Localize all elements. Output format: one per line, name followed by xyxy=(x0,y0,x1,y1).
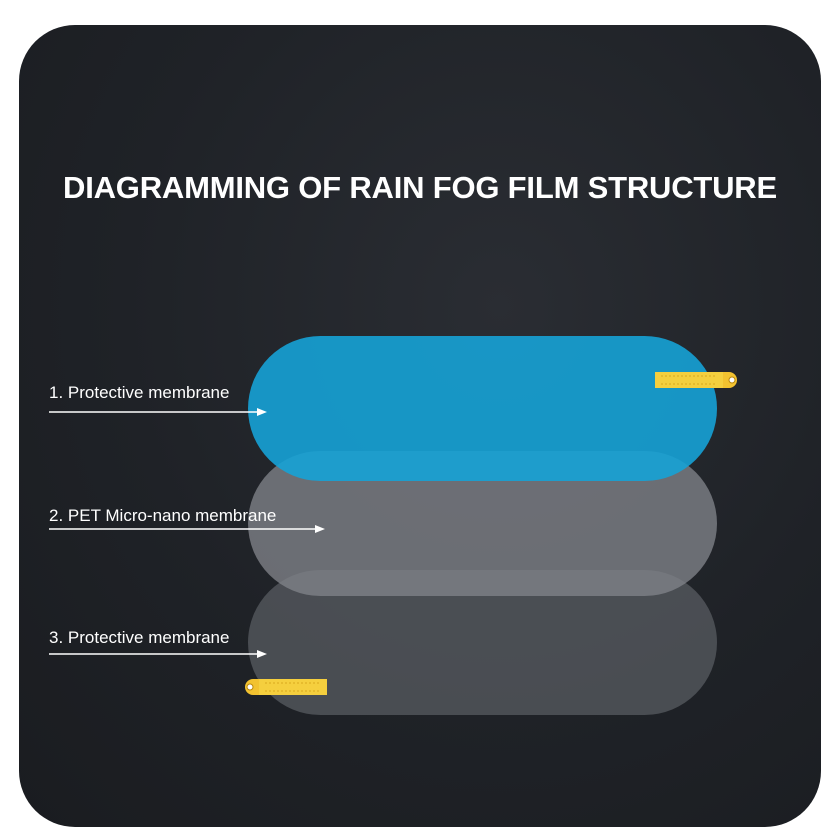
diagram-card: DIAGRAMMING OF RAIN FOG FILM STRUCTURE 1… xyxy=(19,25,821,827)
layer-3-label: 3. Protective membrane xyxy=(49,628,230,647)
layer-1-label: 1. Protective membrane xyxy=(49,383,230,402)
pull-tab-top-icon xyxy=(655,372,737,388)
layer-1-protective-membrane xyxy=(248,336,717,481)
layer-1-arrow-icon xyxy=(49,408,267,416)
layer-2-label: 2. PET Micro-nano membrane xyxy=(49,506,277,525)
diagram-title: DIAGRAMMING OF RAIN FOG FILM STRUCTURE xyxy=(63,170,777,205)
layer-3-arrow-icon xyxy=(49,650,267,658)
layer-2-arrow-icon xyxy=(49,525,325,533)
pull-tab-bottom-icon xyxy=(245,679,327,695)
